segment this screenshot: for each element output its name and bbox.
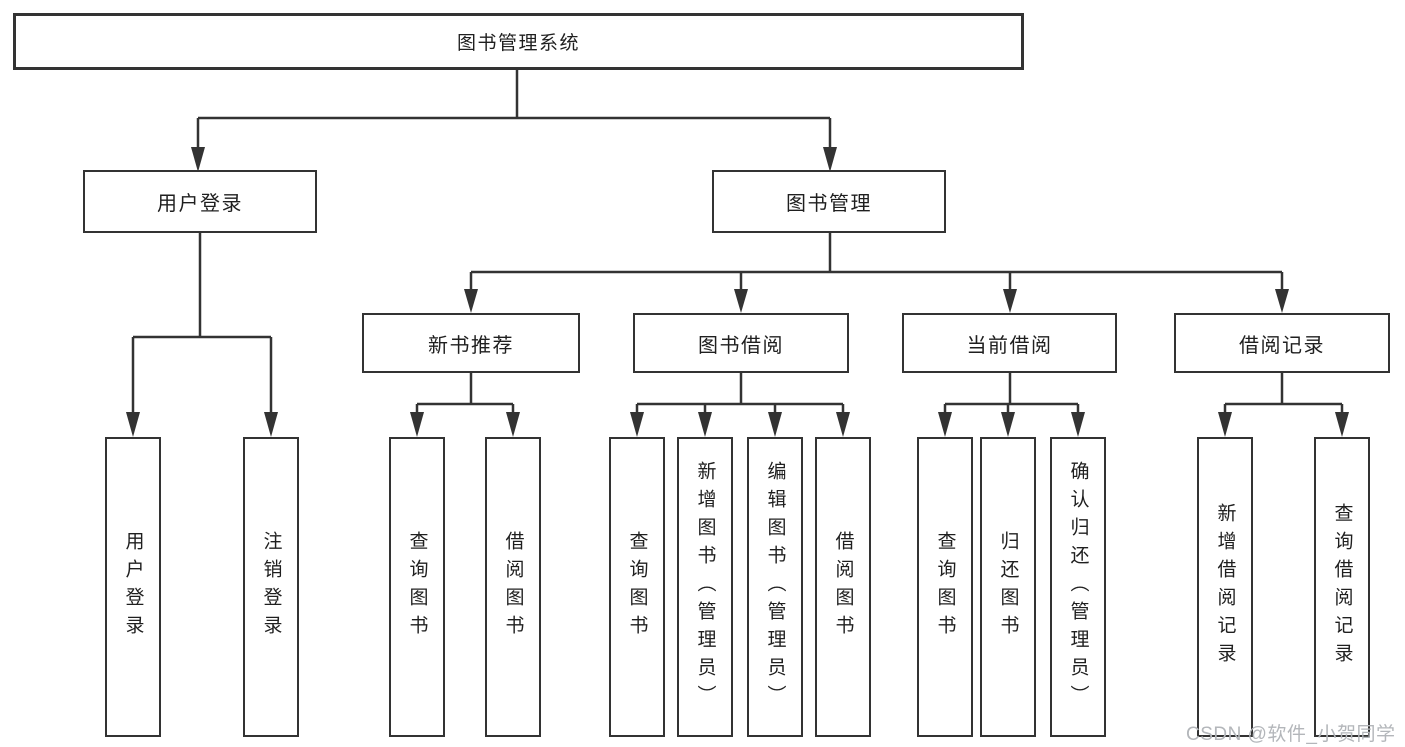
leaf-add-borrow-record: 新增借阅记录 xyxy=(1197,437,1253,737)
node-book-borrowing: 图书借阅 xyxy=(633,313,849,373)
leaf-edit-book-admin: 编辑图书（管理员） xyxy=(747,437,803,737)
node-book-management: 图书管理 xyxy=(712,170,946,233)
leaf-query-borrow-record: 查询借阅记录 xyxy=(1314,437,1370,737)
leaf-logout: 注销登录 xyxy=(243,437,299,737)
node-library-system: 图书管理系统 xyxy=(13,13,1024,70)
leaf-query-books-recommend: 查询图书 xyxy=(389,437,445,737)
leaf-borrow-books-recommend: 借阅图书 xyxy=(485,437,541,737)
node-current-borrowing: 当前借阅 xyxy=(902,313,1117,373)
leaf-add-book-admin: 新增图书（管理员） xyxy=(677,437,733,737)
leaf-confirm-return-admin: 确认归还（管理员） xyxy=(1050,437,1106,737)
leaf-return-book: 归还图书 xyxy=(980,437,1036,737)
tree-edges xyxy=(131,70,1344,414)
node-user-login-group: 用户登录 xyxy=(83,170,317,233)
watermark: CSDN @软件_小贺同学 xyxy=(1186,724,1396,745)
leaf-user-login: 用户登录 xyxy=(105,437,161,737)
node-new-book-recommend: 新书推荐 xyxy=(362,313,580,373)
leaf-query-books-current: 查询图书 xyxy=(917,437,973,737)
arrow-down-icons xyxy=(126,147,1349,437)
leaf-query-books-borrowing: 查询图书 xyxy=(609,437,665,737)
node-borrow-records: 借阅记录 xyxy=(1174,313,1390,373)
leaf-borrow-books-borrowing: 借阅图书 xyxy=(815,437,871,737)
